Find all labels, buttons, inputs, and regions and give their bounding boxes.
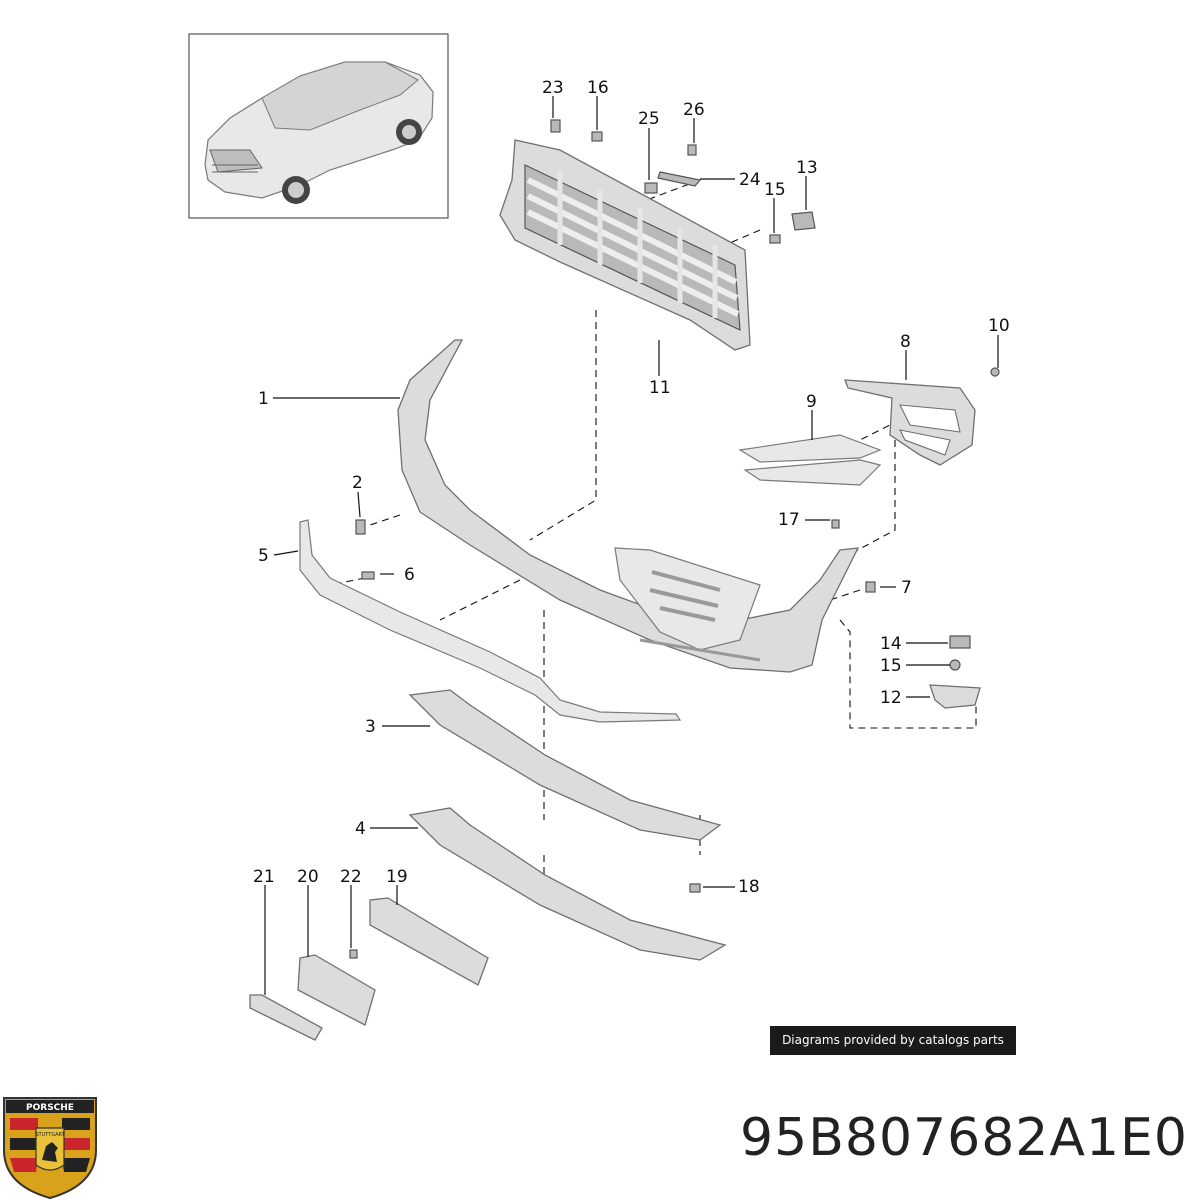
lower-panel-4-part [408, 807, 727, 961]
fasteners [349, 119, 981, 959]
callout-6: 6 [404, 565, 415, 585]
svg-text:STUTTGART: STUTTGART [35, 1132, 65, 1138]
callout-10: 10 [988, 316, 1010, 336]
callout-7: 7 [901, 578, 912, 598]
vehicle-overview-inset [188, 33, 449, 219]
callout-12: 12 [880, 688, 902, 708]
callout-4: 4 [355, 819, 366, 839]
porsche-crest-icon: PORSCHE STUTTGART [3, 1097, 97, 1200]
callout-17: 17 [778, 510, 800, 530]
callout-19: 19 [386, 867, 408, 887]
callout-16: 16 [587, 78, 609, 98]
callout-2: 2 [352, 473, 363, 493]
callout-1: 1 [258, 389, 269, 409]
credit-banner: Diagrams provided by catalogs parts [770, 1026, 1016, 1055]
callout-labels: 1 2 3 4 5 6 7 8 9 10 11 12 13 14 15 15 1… [253, 78, 1010, 897]
trim-strip-part [299, 519, 682, 723]
callout-26: 26 [683, 100, 705, 120]
callout-22: 22 [340, 867, 362, 887]
callout-20: 20 [297, 867, 319, 887]
side-grille-part [844, 379, 976, 466]
lower-panel-3-part [408, 689, 722, 841]
callout-11: 11 [649, 378, 671, 398]
callout-13: 13 [796, 158, 818, 178]
part-number: 95B807682A1E0 [740, 1108, 1188, 1168]
spoiler-part [738, 434, 882, 486]
grille-part [499, 139, 751, 351]
screw-10-part [990, 367, 1000, 377]
callout-5: 5 [258, 546, 269, 566]
plate-holder-parts [249, 897, 489, 1041]
callout-8: 8 [900, 332, 911, 352]
callout-14: 14 [880, 634, 902, 654]
callout-15-upper: 15 [764, 180, 786, 200]
leader-lines [264, 96, 999, 995]
callout-9: 9 [806, 392, 817, 412]
callout-21: 21 [253, 867, 275, 887]
callout-23: 23 [542, 78, 564, 98]
callout-18: 18 [738, 877, 760, 897]
car-icon [204, 61, 434, 204]
bumper-cover-part [397, 339, 860, 673]
callout-15-lower: 15 [880, 656, 902, 676]
callout-24: 24 [739, 170, 761, 190]
callout-25: 25 [638, 109, 660, 129]
svg-text:PORSCHE: PORSCHE [26, 1103, 74, 1113]
callout-3: 3 [365, 717, 376, 737]
